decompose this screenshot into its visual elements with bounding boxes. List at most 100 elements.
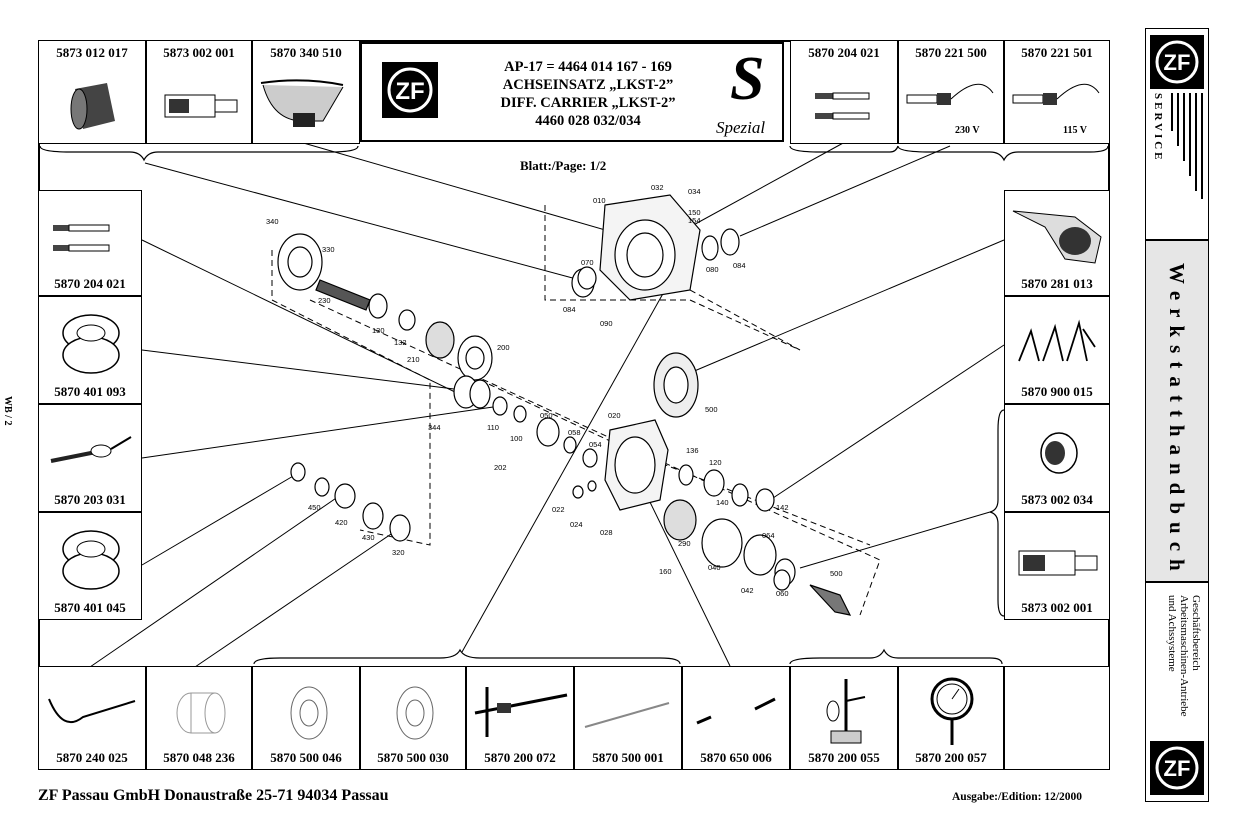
tool-part-number: 5870 200 072 xyxy=(484,750,556,765)
position-label: 200 xyxy=(497,343,510,352)
position-label: 090 xyxy=(600,319,613,328)
workshop-manual-title: Werkstatthandbuch xyxy=(1165,263,1189,579)
tool-part-number: 5870 500 001 xyxy=(592,750,664,765)
tool-part-number: 5870 200 055 xyxy=(808,750,880,765)
voltage-label: 230 V xyxy=(955,125,980,136)
svg-text:ZF: ZF xyxy=(1164,50,1191,75)
tool-cell-bottom-8: 5870 200 055 xyxy=(790,666,898,770)
tool-part-number: 5870 500 030 xyxy=(377,750,449,765)
position-label: 140 xyxy=(716,498,729,507)
position-label: 202 xyxy=(494,463,507,472)
tool-cell-left-3: 5870 203 031 xyxy=(38,404,142,512)
tool-part-number: 5870 500 046 xyxy=(270,750,342,765)
spezial-logo: S Spezial xyxy=(712,45,782,140)
brace-bottom-right xyxy=(789,648,1003,665)
tool-part-number: 5870 203 031 xyxy=(54,492,126,507)
position-label: 420 xyxy=(335,518,348,527)
position-label: 150 xyxy=(688,208,701,217)
tool-cell-right-4: 5873 002 001 xyxy=(1004,512,1110,620)
tool-cell-bottom-9: 5870 200 057 xyxy=(898,666,1004,770)
position-label: 064 xyxy=(762,531,775,540)
measuring-stand-icon xyxy=(826,679,866,744)
tool-part-number: 5870 401 093 xyxy=(54,384,126,399)
position-label: 050 xyxy=(540,411,553,420)
tool-part-number: 5873 002 001 xyxy=(163,45,235,60)
footer-edition: Ausgabe:/Edition: 12/2000 xyxy=(952,791,1083,803)
tool-cell-right-1: 5870 281 013 xyxy=(1004,190,1110,296)
position-label: 136 xyxy=(686,446,699,455)
header-line-2: ACHSEINSATZ „LKST-2” xyxy=(502,77,674,93)
pressure-disc-icon xyxy=(396,686,434,740)
position-label: 084 xyxy=(733,261,746,270)
position-label: 070 xyxy=(581,258,594,267)
sidebar-division-block: Geschäftsbereich Arbeitsmaschinen-Antrie… xyxy=(1145,582,1209,802)
position-label: 022 xyxy=(552,505,565,514)
position-label: 130 xyxy=(372,326,385,335)
tool-cell-top-1: 5873 012 017 xyxy=(38,40,146,144)
position-label: 500 xyxy=(830,569,843,578)
position-label: 034 xyxy=(688,187,701,196)
position-label: 330 xyxy=(322,245,335,254)
position-label: 032 xyxy=(651,183,664,192)
position-label: 160 xyxy=(659,567,672,576)
adjusting-screws-icon xyxy=(696,697,776,725)
tool-part-number: 5870 401 045 xyxy=(54,600,126,615)
tool-cell-right-2: 5870 900 015 xyxy=(1004,296,1110,404)
tool-part-number: 5870 221 501 xyxy=(1021,45,1093,60)
division-text: Geschäftsbereich Arbeitsmaschinen-Antrie… xyxy=(1166,595,1202,717)
svg-text:ZF: ZF xyxy=(395,78,424,105)
position-label: 100 xyxy=(510,434,523,443)
slotted-nut-wrench-icon xyxy=(62,530,120,590)
position-label: 230 xyxy=(318,296,331,305)
extractor-tool-icon xyxy=(164,94,238,118)
position-label: 154 xyxy=(688,216,701,225)
heater-icon xyxy=(1012,83,1100,105)
footer-address: ZF Passau GmbH Donaustraße 25-71 94034 P… xyxy=(38,787,389,804)
tool-part-number: 5870 900 015 xyxy=(1021,384,1093,399)
tool-part-number: 5870 221 500 xyxy=(915,45,987,60)
dial-indicator-icon xyxy=(930,677,974,745)
position-label: 430 xyxy=(362,533,375,542)
rod-icon xyxy=(584,702,670,728)
position-label: 060 xyxy=(776,589,789,598)
margin-label: WB / 2 xyxy=(2,396,13,426)
tool-cell-top-6: 5870 221 501 115 V xyxy=(1004,40,1110,144)
tool-cell-left-4: 5870 401 045 xyxy=(38,512,142,620)
sidebar-title-block: Werkstatthandbuch xyxy=(1145,240,1209,582)
driver-sleeve-icon xyxy=(176,692,226,734)
tool-part-number: 5873 002 001 xyxy=(1021,600,1093,615)
spezial-s-icon: S xyxy=(730,45,765,113)
position-label: 340 xyxy=(266,217,279,226)
part-position-labels: 010 032 034 150 154 080 084 070 084 090 … xyxy=(266,183,843,598)
header-panel: ZF AP-17 = 4464 014 167 - 169 ACHSEINSAT… xyxy=(360,42,784,142)
position-label: 320 xyxy=(392,548,405,557)
tool-cell-bottom-4: 5870 500 030 xyxy=(360,666,466,770)
tool-cell-bottom-5: 5870 200 072 xyxy=(466,666,574,770)
tool-part-number: 5870 281 013 xyxy=(1021,276,1093,291)
position-label: 028 xyxy=(600,528,613,537)
position-label: 040 xyxy=(708,563,721,572)
micrometer-icon xyxy=(260,79,344,127)
position-label: 500 xyxy=(705,405,718,414)
sidebar-service-block: ZF SERVICE xyxy=(1145,28,1209,240)
tool-part-number: 5873 002 034 xyxy=(1021,492,1093,507)
header-line-4: 4460 028 032/034 xyxy=(535,113,641,129)
header-line-1: AP-17 = 4464 014 167 - 169 xyxy=(504,59,672,75)
position-label: 024 xyxy=(570,520,583,529)
pressure-disc-icon xyxy=(290,686,328,740)
slotted-nut-wrench-icon xyxy=(62,314,120,374)
tool-part-number: 5870 340 510 xyxy=(270,45,342,60)
spezial-text: Spezial xyxy=(716,118,766,137)
header-line-3: DIFF. CARRIER „LKST-2” xyxy=(500,95,676,111)
hook-wrench-icon xyxy=(48,698,136,723)
tool-cell-bottom-1: 5870 240 025 xyxy=(38,666,146,770)
brace-top-right xyxy=(789,145,899,153)
position-label: 080 xyxy=(706,265,719,274)
tool-cell-top-2: 5873 002 001 xyxy=(146,40,252,144)
tool-cell-right-3: 5873 002 034 xyxy=(1004,404,1110,512)
voltage-label: 115 V xyxy=(1063,125,1087,136)
tool-part-number: 5870 240 025 xyxy=(56,750,128,765)
tool-part-number: 5870 200 057 xyxy=(915,750,987,765)
lifting-device-icon xyxy=(1012,210,1102,264)
